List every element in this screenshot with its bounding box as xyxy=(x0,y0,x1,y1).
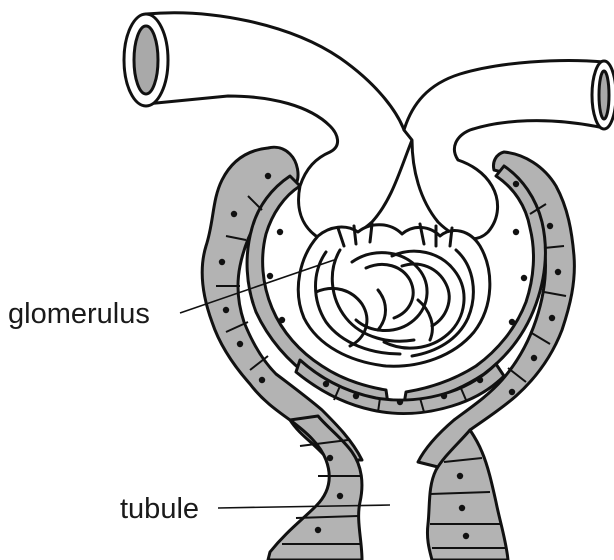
efferent-arteriole-lumen xyxy=(599,71,609,119)
efferent-arteriole xyxy=(404,61,604,239)
tubule-pointer-line xyxy=(218,505,390,508)
glomerulus-tuft xyxy=(298,224,490,366)
label-glomerulus: glomerulus xyxy=(8,298,150,330)
label-tubule: tubule xyxy=(120,493,199,525)
afferent-arteriole-lumen xyxy=(134,26,158,94)
